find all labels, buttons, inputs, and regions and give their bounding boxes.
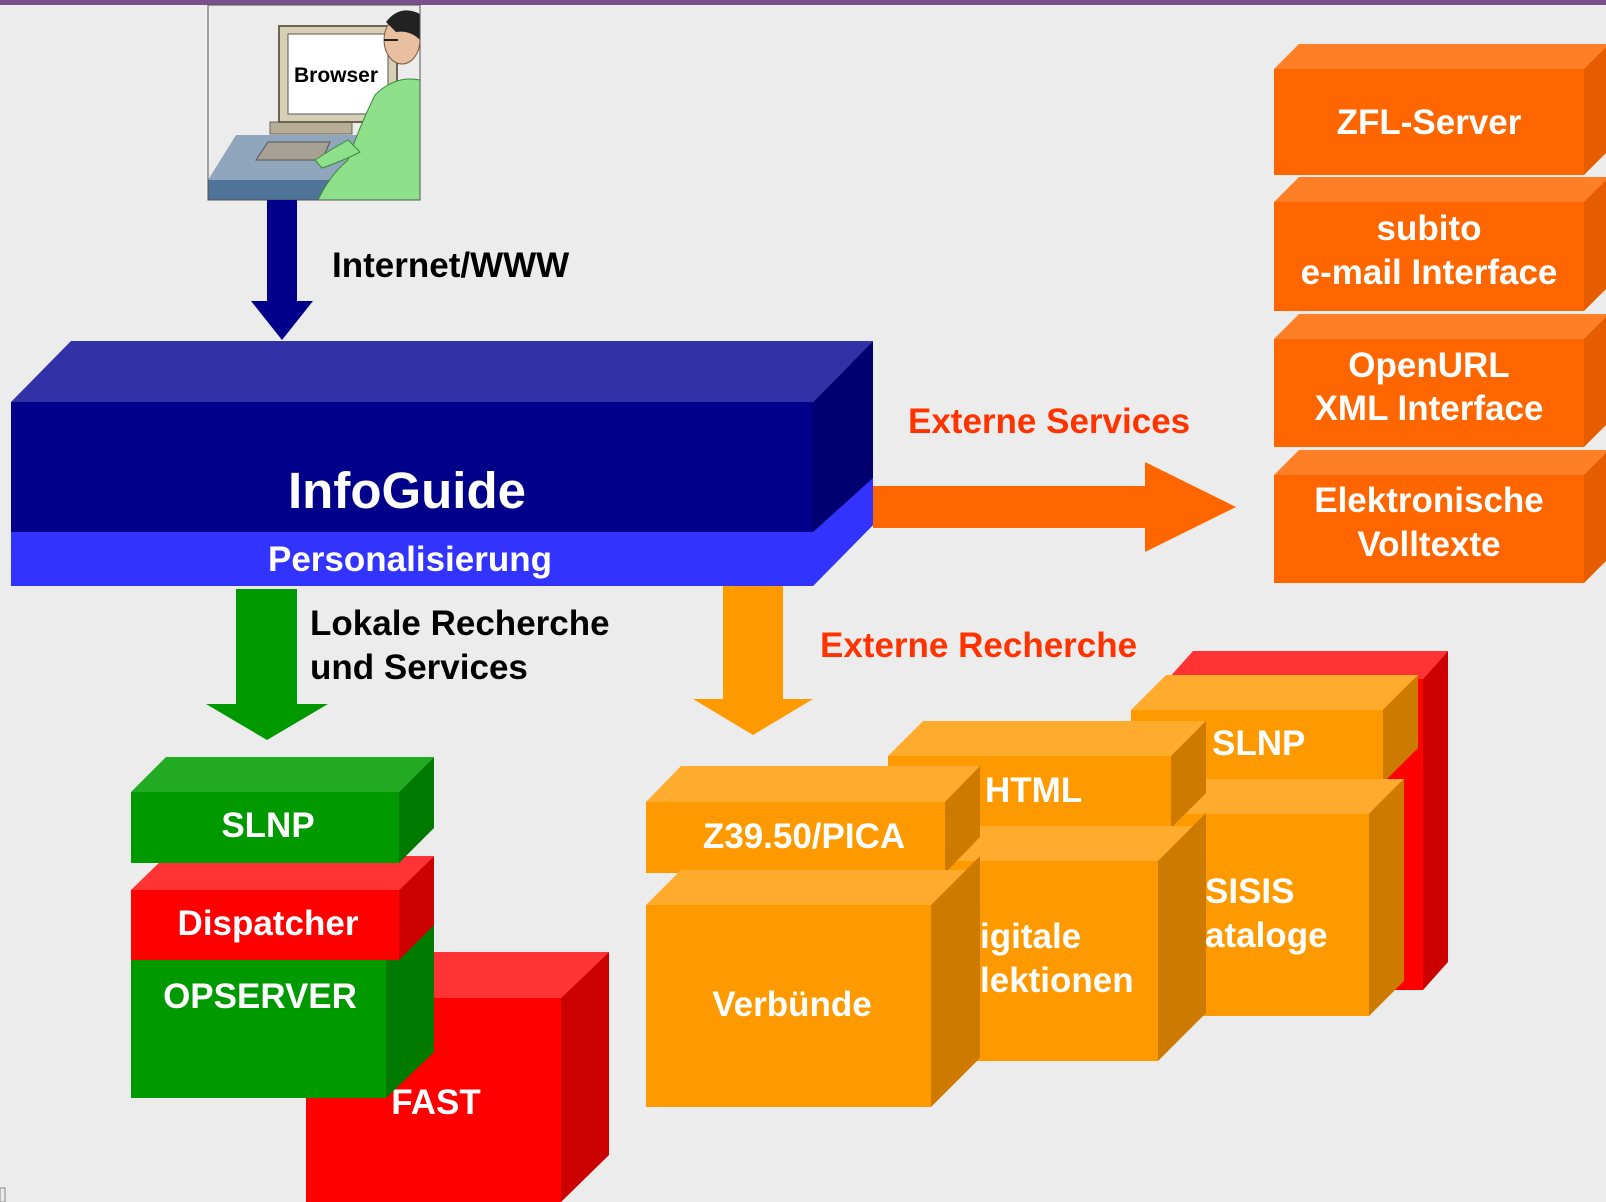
zfl-server-label: ZFL-Server: [1337, 103, 1522, 142]
html-label: HTML: [985, 771, 1082, 810]
person-at-computer-icon: [207, 4, 421, 201]
sisis-label-1: SISIS: [1205, 872, 1294, 911]
subito-label-1: subito: [1377, 209, 1482, 248]
external-search-label: Externe Recherche: [820, 626, 1137, 665]
local-label-1: Lokale Recherche: [310, 604, 610, 643]
local-search-arrow: [206, 589, 328, 740]
dispatcher-label: Dispatcher: [178, 904, 359, 943]
local-slnp-block: [131, 757, 434, 863]
top-border: [0, 0, 1606, 5]
personalisierung-label: Personalisierung: [268, 540, 552, 579]
verbuende-block: [646, 766, 980, 1107]
external-services-label: Externe Services: [908, 402, 1190, 441]
sisis-slnp-label: SLNP: [1212, 724, 1305, 763]
sisis-label-2: ataloge: [1205, 916, 1328, 955]
infoguide-title: InfoGuide: [288, 462, 526, 519]
subito-label-2: e-mail Interface: [1301, 253, 1558, 292]
external-search-arrow: [693, 586, 813, 735]
opserver-label: OPSERVER: [163, 977, 357, 1016]
fast-label: FAST: [391, 1083, 480, 1122]
dispatcher-block: [131, 856, 434, 960]
internet-label: Internet/WWW: [332, 246, 569, 285]
internet-arrow: [251, 200, 313, 340]
openurl-label-2: XML Interface: [1315, 389, 1544, 428]
z3950-label: Z39.50/PICA: [703, 817, 905, 856]
corner-marker: [0, 1187, 6, 1202]
external-services-arrow: [873, 462, 1236, 552]
infoguide-block: [11, 341, 873, 586]
digitale-label-2: lektionen: [980, 961, 1134, 1000]
browser-label: Browser: [294, 64, 378, 87]
volltexte-label-1: Elektronische: [1314, 481, 1544, 520]
local-label-2: und Services: [310, 648, 528, 687]
service-stack: [1274, 44, 1606, 583]
verbuende-label: Verbünde: [712, 985, 871, 1024]
digitale-label-1: igitale: [980, 917, 1081, 956]
local-slnp-label: SLNP: [221, 806, 314, 845]
volltexte-label-2: Volltexte: [1357, 525, 1500, 564]
openurl-label-1: OpenURL: [1348, 346, 1509, 385]
